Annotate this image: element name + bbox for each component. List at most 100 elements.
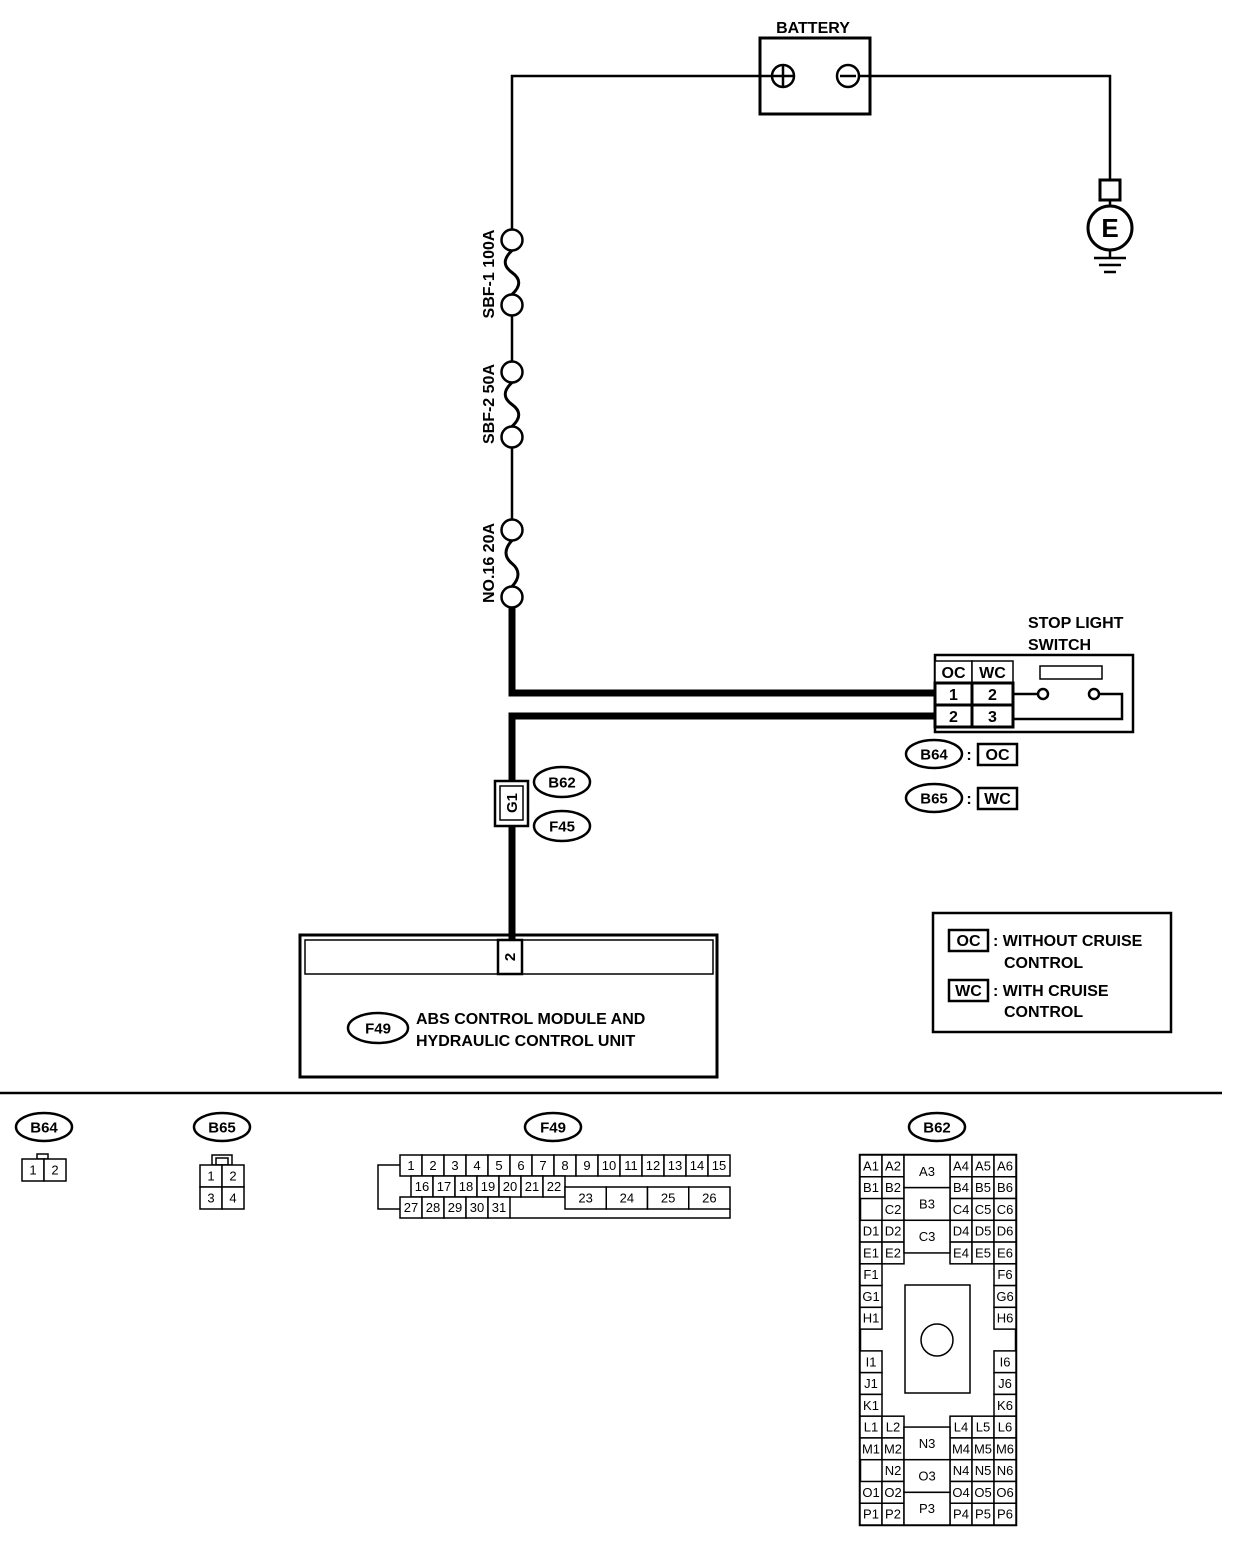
f49-pin-label: 26 [702, 1191, 716, 1206]
abs-module-name-line1: ABS CONTROL MODULE AND [416, 1011, 645, 1028]
b62-pin-label: B6 [997, 1180, 1013, 1195]
connector-code: B62 [548, 775, 576, 792]
ground-icon: E [1086, 178, 1134, 274]
f49-pin-label: 12 [646, 1158, 660, 1173]
ground-symbol: E [1101, 213, 1118, 243]
battery-label: BATTERY [776, 20, 850, 37]
b65-pin-label: 1 [207, 1169, 214, 1184]
joint-connector: G1 B62 F45 [493, 765, 592, 843]
f49-pin-label: 25 [661, 1191, 675, 1206]
fuse-terminal [500, 585, 524, 609]
connector-latch [211, 1154, 233, 1166]
b62-pin-label: N4 [953, 1463, 970, 1478]
fuse-link-icon [503, 381, 521, 428]
connector-code: B65 [208, 1120, 236, 1137]
b62-pin-label: J6 [998, 1376, 1012, 1391]
connector-oval [346, 1011, 410, 1045]
switch-variant-b64: B64 : OC [904, 738, 1019, 770]
f49-pin-label: 23 [578, 1191, 592, 1206]
b62-pin-label: O4 [952, 1485, 969, 1500]
b62-pin-label: E2 [885, 1245, 901, 1260]
switch-plunger [1039, 665, 1103, 680]
b62-pin-label: L5 [976, 1420, 990, 1435]
b62-pin-label: B1 [863, 1180, 879, 1195]
switch-pin-label: 2 [988, 687, 997, 704]
b65-pin-label: 4 [229, 1191, 236, 1206]
b62-pin-label: E1 [863, 1245, 879, 1260]
connector-oval [192, 1111, 252, 1143]
f49-pin-label: 4 [473, 1158, 480, 1173]
f49-pin-label: 9 [583, 1158, 590, 1173]
b62-pin-label: F6 [997, 1267, 1012, 1282]
b62-pin-label: D2 [885, 1224, 902, 1239]
b62-pin-label: D6 [997, 1224, 1014, 1239]
connector-code: B64 [30, 1120, 58, 1137]
b62-pin-label: O5 [974, 1485, 991, 1500]
fuse-link-icon [504, 539, 520, 588]
f49-pin-label: 18 [459, 1179, 473, 1194]
f49-pin-cell [707, 1154, 731, 1177]
legend-code: WC [955, 983, 982, 1000]
legend-text: : WITH CRUISE [993, 983, 1109, 1000]
f49-pin-cell [688, 1186, 731, 1210]
connector-bracket [377, 1164, 400, 1210]
b62-pin-label: M4 [952, 1441, 970, 1456]
b62-pin-label: C5 [975, 1202, 992, 1217]
f49-pin-label: 20 [503, 1179, 517, 1194]
connector-latch-inner [215, 1157, 229, 1166]
b62-pin-label: M5 [974, 1441, 992, 1456]
b64-pin-label: 1 [29, 1163, 36, 1178]
b62-pin-label: D5 [975, 1224, 992, 1239]
b62-pin-label: L4 [954, 1420, 968, 1435]
legend-code: OC [957, 933, 981, 950]
b62-pin-cell [903, 1186, 951, 1222]
b62-pin-label: O6 [996, 1485, 1013, 1500]
connector-oval [523, 1111, 583, 1143]
wire-fuse-to-switch [508, 607, 935, 697]
b62-pin-label: D4 [953, 1224, 970, 1239]
f49-pin-label: 5 [495, 1158, 502, 1173]
connector-oval [532, 765, 592, 799]
switch-column-wc: WC [979, 665, 1006, 682]
f49-pin-label: 13 [668, 1158, 682, 1173]
b62-pin-label: O2 [884, 1485, 901, 1500]
fuse-sbf2: SBF-2 50A [481, 360, 524, 449]
negative-terminal-icon [835, 63, 861, 89]
ground-terminal [1098, 178, 1122, 202]
connector-code: B64 [920, 747, 948, 764]
f49-pin-label: 2 [429, 1158, 436, 1173]
switch-title-line1: STOP LIGHT [1028, 615, 1124, 632]
b62-pin-label: N3 [919, 1436, 936, 1451]
fuse-label: SBF-1 100A [481, 229, 498, 318]
b62-pin-label: K1 [863, 1398, 879, 1413]
b62-pin-cell [993, 1306, 1017, 1330]
joint-connector-pin-cell [499, 785, 524, 821]
b62-pin-label: E5 [975, 1245, 991, 1260]
b62-pin-label: F1 [863, 1267, 878, 1282]
b64-pin-cell [43, 1158, 67, 1182]
f49-pin-label: 19 [481, 1179, 495, 1194]
f49-pin-label: 30 [470, 1200, 484, 1215]
connector-code: B65 [920, 791, 948, 808]
fuse-terminal [500, 360, 524, 384]
connector-oval [904, 782, 964, 814]
b65-pin-label: 2 [229, 1169, 236, 1184]
b62-pin-label: N6 [997, 1463, 1014, 1478]
f49-pin-label: 14 [690, 1158, 704, 1173]
f49-pin-label: 1 [407, 1158, 414, 1173]
b62-pin-cell [903, 1219, 951, 1254]
b62-pin-label: P2 [885, 1507, 901, 1522]
b62-pin-label: P4 [953, 1507, 969, 1522]
switch-pin-cell [970, 703, 1015, 729]
fuse-no16: NO.16 20A [481, 518, 524, 609]
variant-code-box [976, 786, 1019, 811]
f49-pin-label: 6 [517, 1158, 524, 1173]
connector-code: F49 [365, 1021, 391, 1038]
b65-pin-cell [221, 1186, 245, 1210]
fuse-terminal [500, 518, 524, 542]
